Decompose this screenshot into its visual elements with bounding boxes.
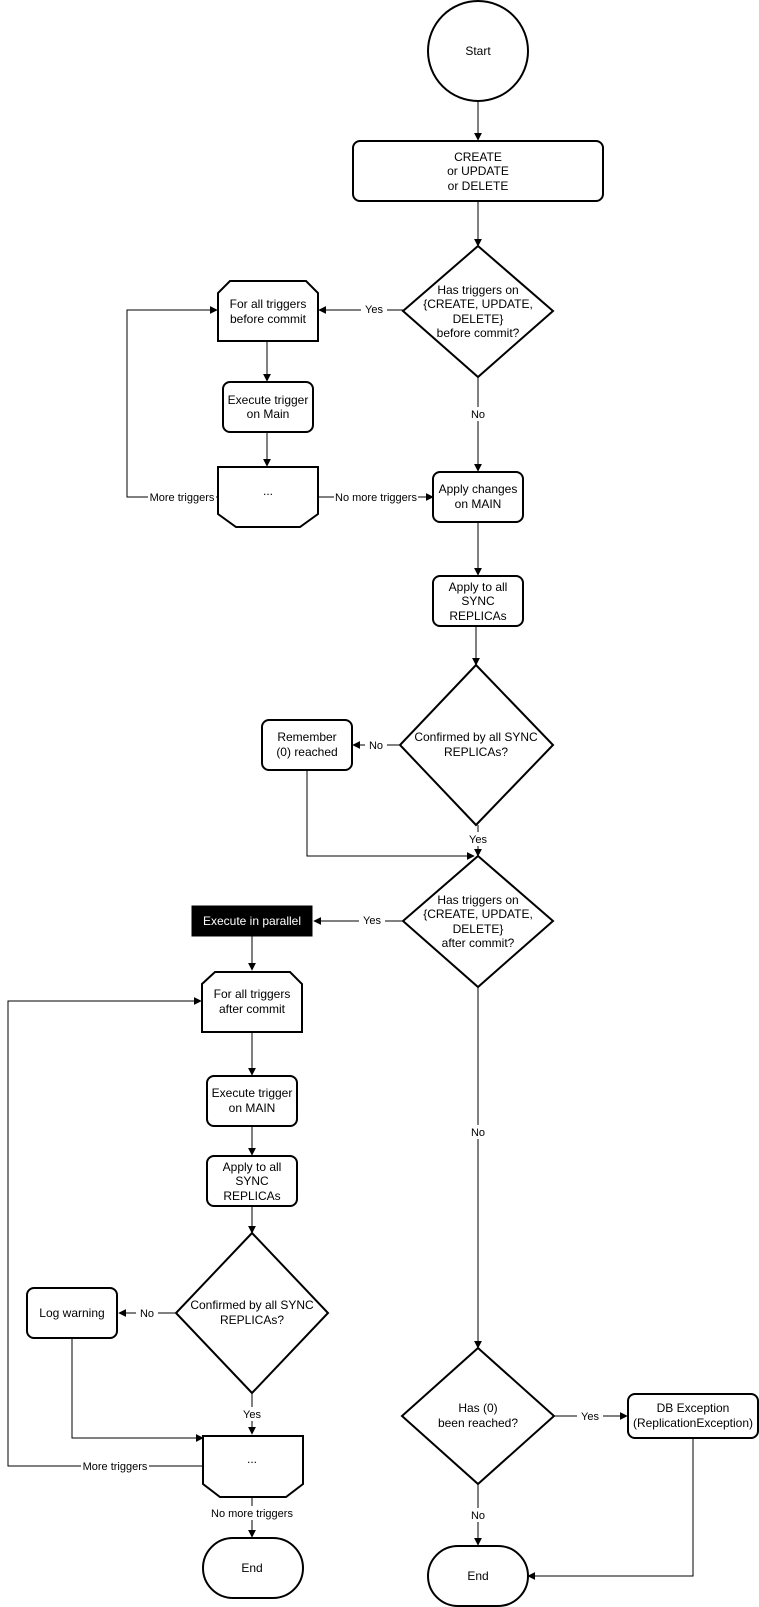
- has-triggers-before-line-3: DELETE}: [453, 312, 504, 326]
- has-triggers-after-line-3: DELETE}: [453, 922, 504, 936]
- confirmed-2-line-2: REPLICAs?: [220, 1313, 284, 1327]
- db-exception-node: DB Exception (ReplicationException): [627, 1393, 759, 1439]
- edges: [7, 101, 694, 1580]
- crud-process-node: CREATE or UPDATE or DELETE: [352, 140, 604, 202]
- for-all-before-line-2: before commit: [230, 312, 307, 326]
- end-left-node: End: [202, 1537, 304, 1599]
- execute-trigger-2-line-2: on MAIN: [229, 1101, 276, 1115]
- execute-trigger-main-2-node: Execute trigger on MAIN: [206, 1075, 298, 1127]
- label-confirmed-2-yes: Yes: [243, 1409, 261, 1421]
- log-warning-node: Log warning: [26, 1287, 118, 1339]
- has-zero-reached-decision: Has (0) been reached?: [400, 1346, 556, 1486]
- start-node-label: Start: [465, 44, 491, 58]
- execute-parallel-label: Execute in parallel: [203, 914, 301, 928]
- label-zero-yes: Yes: [581, 1411, 599, 1423]
- confirmed-1-line-1: Confirmed by all SYNC: [414, 730, 538, 744]
- label-more-triggers-2: More triggers: [83, 1461, 148, 1473]
- crud-line-1: CREATE: [454, 150, 502, 164]
- apply-changes-main-node: Apply changes on MAIN: [432, 471, 524, 523]
- confirmed-2-line-1: Confirmed by all SYNC: [190, 1298, 314, 1312]
- confirmed-sync-2-decision: Confirmed by all SYNC REPLICAs?: [174, 1231, 330, 1395]
- loop-start-after-node: For all triggers after commit: [201, 971, 303, 1033]
- crud-line-2: or UPDATE: [447, 164, 509, 178]
- execute-parallel-node: Execute in parallel: [191, 905, 313, 937]
- apply-changes-line-1: Apply changes: [439, 482, 518, 496]
- execute-trigger-1-line-2: on Main: [247, 407, 290, 421]
- confirmed-sync-1-decision: Confirmed by all SYNC REPLICAs?: [398, 663, 555, 827]
- loop-end-1-label: ...: [263, 484, 273, 498]
- crud-line-3: or DELETE: [448, 179, 509, 193]
- apply-changes-line-2: on MAIN: [455, 497, 502, 511]
- execute-trigger-2-line-1: Execute trigger: [212, 1086, 293, 1100]
- label-no-more-triggers-1: No more triggers: [335, 492, 417, 504]
- edge-remember-to-has-triggers-after: [306, 770, 475, 860]
- label-no-more-triggers-2: No more triggers: [211, 1508, 293, 1520]
- end-right-label: End: [467, 1569, 488, 1583]
- loop-start-before-node: For all triggers before commit: [217, 280, 319, 342]
- apply-sync-replicas-1-node: Apply to all SYNC REPLICAs: [432, 575, 524, 627]
- edge-more-triggers-1: [126, 306, 218, 498]
- label-confirmed-2-no: No: [140, 1308, 154, 1320]
- has-zero-line-2: been reached?: [438, 1416, 518, 1430]
- has-triggers-before-line-4: before commit?: [437, 326, 520, 340]
- has-triggers-after-line-4: after commit?: [442, 936, 515, 950]
- remember-line-1: Remember: [277, 730, 336, 744]
- apply-sync-2-line-2: SYNC: [235, 1174, 269, 1188]
- edge-labels: Yes No More triggers No more triggers No…: [81, 302, 603, 1522]
- label-after-no: No: [471, 1127, 485, 1139]
- start-node: Start: [427, 0, 529, 102]
- apply-sync-1-line-3: REPLICAs: [449, 609, 506, 623]
- db-exception-line-1: DB Exception: [657, 1401, 730, 1415]
- label-before-no: No: [471, 409, 485, 421]
- remember-node: Remember (0) reached: [261, 719, 353, 771]
- label-confirmed-1-yes: Yes: [469, 834, 487, 846]
- edge-db-exception-to-end: [527, 1438, 694, 1580]
- edge-more-triggers-2: [7, 997, 202, 1467]
- end-left-label: End: [241, 1561, 262, 1575]
- label-confirmed-1-no: No: [369, 740, 383, 752]
- has-triggers-after-line-1: Has triggers on: [437, 893, 518, 907]
- apply-sync-1-line-2: SYNC: [461, 594, 495, 608]
- label-before-yes: Yes: [365, 304, 383, 316]
- has-triggers-before-line-2: {CREATE, UPDATE,: [423, 297, 533, 311]
- log-warning-label: Log warning: [39, 1306, 104, 1320]
- has-triggers-after-line-2: {CREATE, UPDATE,: [423, 907, 533, 921]
- execute-trigger-main-1-node: Execute trigger on Main: [222, 381, 314, 433]
- confirmed-1-line-2: REPLICAs?: [444, 745, 508, 759]
- edge-log-warning-to-loop-end-2: [71, 1338, 204, 1442]
- apply-sync-2-line-3: REPLICAs: [223, 1189, 280, 1203]
- has-triggers-before-decision: Has triggers on {CREATE, UPDATE, DELETE}…: [401, 244, 555, 379]
- remember-line-2: (0) reached: [276, 745, 337, 759]
- end-right-node: End: [427, 1545, 529, 1607]
- has-triggers-before-line-1: Has triggers on: [437, 283, 518, 297]
- apply-sync-2-line-1: Apply to all: [223, 1160, 282, 1174]
- loop-end-2-label: ...: [247, 1452, 257, 1466]
- has-triggers-after-decision: Has triggers on {CREATE, UPDATE, DELETE}…: [401, 854, 555, 989]
- loop-end-1-node: ...: [217, 466, 319, 528]
- execute-trigger-1-line-1: Execute trigger: [228, 393, 309, 407]
- db-exception-line-2: (ReplicationException): [633, 1416, 753, 1430]
- nodes: Start CREATE or UPDATE or DELETE Has tri…: [26, 0, 759, 1607]
- has-zero-line-1: Has (0): [458, 1401, 497, 1415]
- for-all-after-line-1: For all triggers: [214, 987, 291, 1001]
- apply-sync-1-line-1: Apply to all: [449, 580, 508, 594]
- loop-end-2-node: ...: [202, 1435, 304, 1498]
- for-all-after-line-2: after commit: [219, 1002, 286, 1016]
- label-after-yes: Yes: [363, 915, 381, 927]
- label-more-triggers-1: More triggers: [150, 492, 215, 504]
- apply-sync-replicas-2-node: Apply to all SYNC REPLICAs: [206, 1155, 298, 1207]
- for-all-before-line-1: For all triggers: [230, 297, 307, 311]
- label-zero-no: No: [471, 1510, 485, 1522]
